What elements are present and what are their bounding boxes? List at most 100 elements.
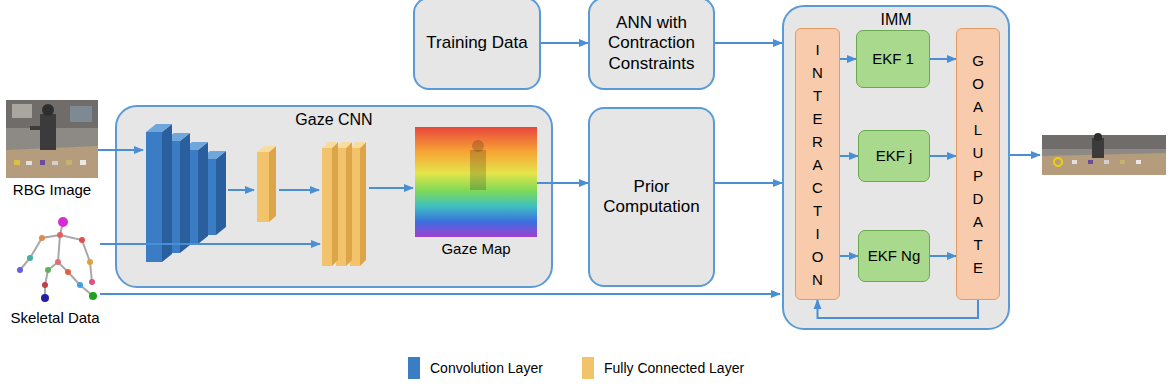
legend-label: Convolution Layer	[430, 360, 543, 376]
fully-connected-layers-part	[346, 142, 352, 266]
legend-label: Fully Connected Layer	[604, 360, 744, 376]
convolution-layers-part	[198, 142, 208, 244]
output-photo-part	[1072, 160, 1077, 164]
cnn-flow-lines	[115, 150, 553, 244]
fully-connected-layers	[257, 142, 366, 266]
fully-connected-layers-part	[360, 142, 366, 266]
gaze-map-image-part	[470, 150, 486, 190]
skeleton-joints-part	[57, 232, 63, 238]
skeleton-joints-part	[42, 282, 48, 288]
process-box: ANN with Contraction Constraints	[588, 0, 715, 90]
input-photo-part	[70, 106, 92, 122]
skeleton-joints-part	[39, 235, 45, 241]
vertical-band: GOAL UPDATE	[956, 28, 1000, 300]
convolution-layers	[146, 124, 226, 262]
input-photo-part	[12, 104, 32, 118]
fully-connected-layers-part	[332, 142, 338, 266]
cnn-flow-lines-part	[115, 149, 143, 151]
filter-panel: IMM INTERACTION EKF 1 EKF j EKF Ng GOAL UPDAT…	[782, 5, 1010, 330]
vertical-band: INTERACTION	[795, 28, 840, 300]
skeleton-joints-part	[65, 269, 71, 275]
flow-arrow	[715, 182, 782, 184]
fully-connected-layers-part	[350, 142, 366, 148]
input-photo-part	[42, 104, 54, 116]
output-photo-part	[1136, 160, 1141, 164]
flow-arrow	[715, 42, 782, 44]
process-box: Prior Computation	[588, 107, 715, 287]
input-photo-part	[26, 161, 32, 165]
output-photo-part	[1088, 160, 1093, 164]
fully-connected-layers-part	[322, 142, 338, 148]
gaze-map-image	[415, 127, 537, 237]
node-label: Prior Computation	[598, 177, 705, 218]
skeleton-joints-part	[17, 267, 23, 273]
skeleton-joints	[17, 217, 97, 302]
output-photo-part	[1042, 135, 1166, 175]
input-photo-part	[40, 160, 45, 165]
node-label: EKF 1	[872, 50, 914, 68]
convolution-layers-part	[162, 124, 172, 262]
process-box: Training Data	[413, 0, 541, 90]
cnn-flow-lines-part	[115, 243, 320, 245]
fully-connected-layers-part	[269, 146, 276, 222]
input-photo-part	[6, 146, 98, 178]
skeleton-joints-part	[58, 217, 68, 227]
output-photo-part	[1104, 160, 1109, 164]
input-photo-part	[52, 161, 58, 165]
data-flow-lines-part	[100, 293, 780, 295]
data-flow-lines-part	[1010, 154, 1040, 156]
fully-connected-layers-part	[257, 146, 276, 152]
convolution-layers-part	[146, 124, 172, 132]
skeleton-joints-part	[55, 259, 61, 265]
flow-arrow	[818, 300, 979, 318]
data-flow-lines-part	[98, 149, 115, 151]
convolution-layers-part	[216, 151, 226, 235]
input-photo-part	[40, 114, 56, 150]
node-label: EKF Ng	[868, 247, 921, 265]
filter-box: EKF Ng	[858, 230, 930, 282]
cnn-flow-lines-part	[279, 189, 319, 191]
skeleton-joints-part	[89, 279, 95, 285]
skeleton-joints-part	[77, 282, 83, 288]
flow-arrow	[840, 58, 856, 60]
legend-row: Convolution Layer	[408, 357, 543, 379]
panel-title: IMM	[880, 10, 911, 29]
output-photo	[1042, 133, 1166, 175]
skeleton-figure-part	[58, 222, 63, 262]
cnn-flow-lines-part	[369, 187, 413, 189]
input-photo-part	[14, 160, 20, 165]
skeleton-joints-part	[27, 255, 33, 261]
flow-arrow	[840, 155, 858, 157]
gaze-map-image-part	[415, 127, 537, 237]
legend-swatch	[408, 357, 420, 379]
input-photo-part	[80, 160, 86, 165]
output-photo-part	[1120, 160, 1125, 164]
node-label: INTERACTION	[812, 38, 824, 291]
panel-title: Gaze CNN	[295, 110, 372, 129]
skeleton-joints-part	[41, 294, 49, 302]
skeleton-joints-part	[87, 259, 93, 265]
fully-connected-layers-part	[257, 152, 269, 222]
node-label: ANN with Contraction Constraints	[598, 13, 705, 74]
input-photo-part	[30, 126, 40, 130]
fully-connected-layers-part	[322, 148, 332, 266]
cnn-illustration	[115, 105, 553, 288]
legend-row: Fully Connected Layer	[582, 357, 744, 379]
filter-box: EKF 1	[856, 30, 930, 88]
cnn-flow-lines-part	[228, 189, 254, 191]
caption-label: Gaze Map	[441, 240, 510, 257]
convolution-layers-part	[180, 133, 190, 253]
convolution-layers-part	[146, 132, 162, 262]
input-photo-part	[66, 160, 72, 165]
legend-swatch	[582, 357, 594, 379]
node-label: Training Data	[426, 33, 527, 53]
flow-arrow	[541, 42, 588, 44]
node-label: EKF j	[876, 147, 913, 165]
node-label: GOAL UPDATE	[972, 49, 984, 279]
skeleton-figure-part	[20, 235, 92, 282]
output-photo-part	[1094, 133, 1102, 141]
fully-connected-layers-part	[336, 142, 352, 148]
filter-box: EKF j	[858, 130, 930, 182]
flow-arrow	[930, 155, 956, 157]
data-flow-lines-part	[100, 243, 115, 245]
